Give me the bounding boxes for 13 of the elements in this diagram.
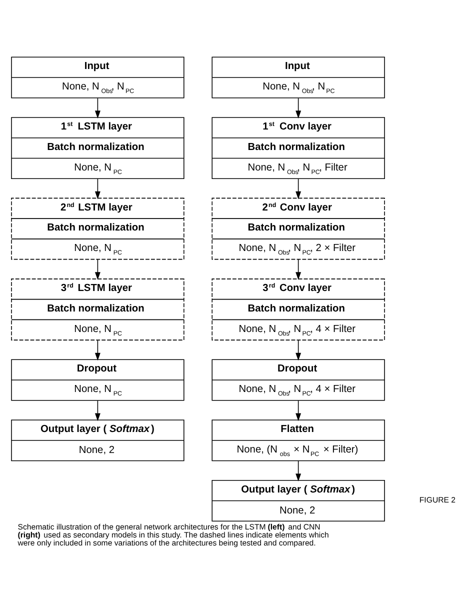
arrow [296,460,302,481]
arrow [94,400,100,421]
arrow [94,258,100,280]
arrow [94,178,100,199]
arrow [94,97,100,118]
arrow [296,339,302,360]
arrow [296,178,302,199]
arrow [296,97,302,118]
caption: Schematic illustration of the general network architectures for the LSTM (left) and CNN (right) used as secondary models in this study. The dashed lines indicate elements which were only included in some variations of the architectures being tested and compared. [18,522,329,547]
arrow [296,400,302,421]
arrow [94,339,100,360]
arrow [296,258,302,280]
label: FIGURE 2 [419,495,456,504]
